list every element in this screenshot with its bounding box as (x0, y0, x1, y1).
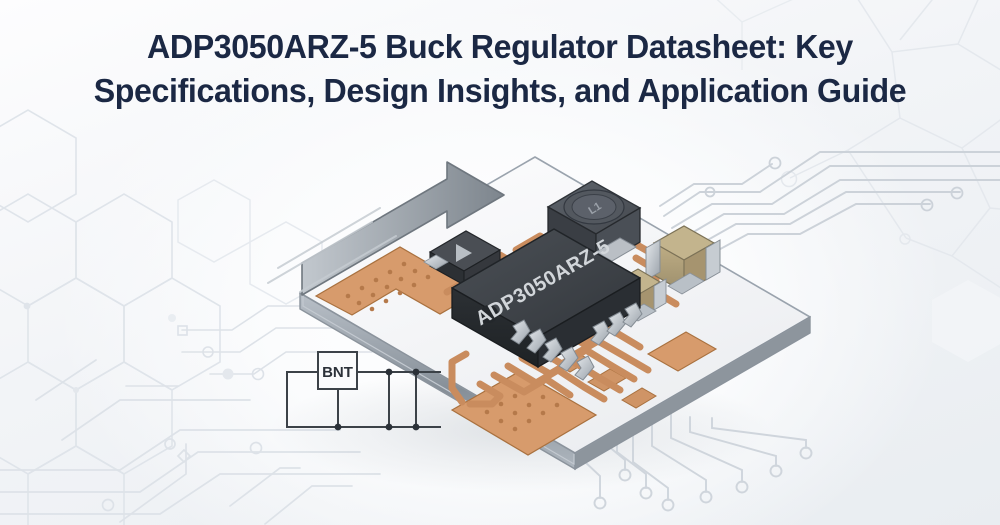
trace-ic-out-7 (466, 380, 504, 408)
board-edge-right (575, 317, 810, 469)
diode-terminal-left (423, 254, 449, 270)
ic-pins-bottom (510, 302, 643, 381)
inductor-terminal-right (594, 237, 638, 262)
cap-large-pad (667, 272, 705, 295)
cap-large-terminal-right (705, 239, 721, 281)
inductor-core-inner (571, 194, 617, 220)
cap-small-terminal-right (653, 278, 667, 311)
board-edge-right-outline (574, 315, 811, 471)
schematic-box-label: BNT (322, 364, 353, 381)
trace-ic-out-6 (490, 371, 574, 399)
diode-triangle-marking (456, 244, 472, 262)
page-title: ADP3050ARZ-5 Buck Regulator Datasheet: K… (0, 26, 1000, 114)
offboard-trace-pads (593, 446, 813, 512)
offboard-trace-pads-topright (704, 156, 964, 212)
trace-ic-out-5 (504, 362, 608, 403)
copper-pad-right (646, 331, 718, 372)
ic-side-right (537, 276, 641, 369)
schematic-junction-dots (334, 368, 420, 431)
page-title-line-1: ADP3050ARZ-5 Buck Regulator Datasheet: K… (147, 29, 853, 66)
inductor-label: L1 (586, 200, 603, 217)
capacitor-large (645, 225, 721, 295)
cap-large-terminal-left (645, 239, 661, 281)
page-title-line-2: Specifications, Design Insights, and App… (93, 73, 907, 110)
power-inductor: L1 (546, 180, 642, 270)
copper-pad-small-3 (621, 387, 657, 409)
trace-ic-to-pad-bottom (448, 350, 470, 406)
ic-pin1-dot (480, 305, 498, 323)
